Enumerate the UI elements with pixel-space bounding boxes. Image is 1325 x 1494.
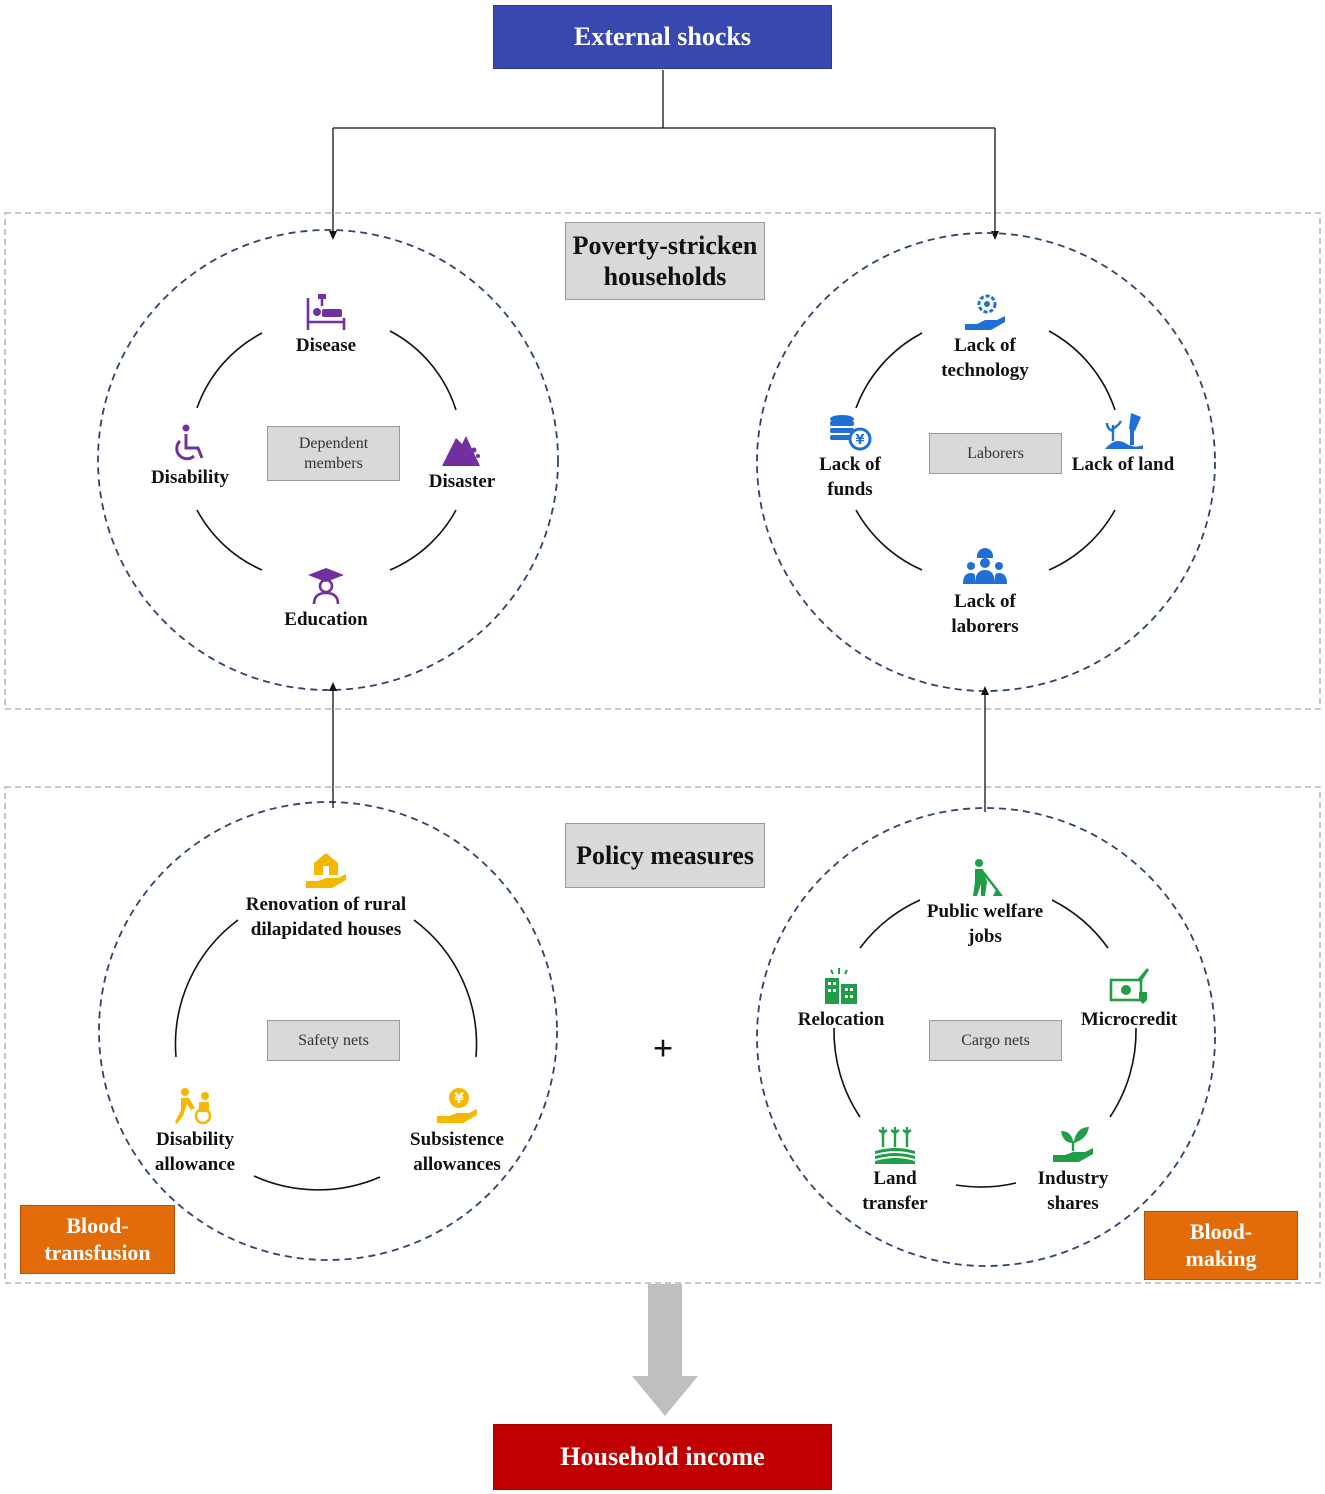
poverty-title: Poverty-stricken households bbox=[572, 230, 758, 291]
graduate-icon bbox=[308, 568, 344, 605]
lack-of-funds-label: Lack of funds bbox=[819, 454, 881, 500]
workers-icon bbox=[963, 548, 1007, 584]
gear-hand-icon bbox=[965, 294, 1005, 330]
public-welfare-jobs-label: Public welfare jobs bbox=[926, 901, 1044, 947]
policy-section-frame bbox=[4, 786, 1321, 1284]
dependent-members-box: Dependent members bbox=[267, 426, 400, 481]
landslide-icon bbox=[442, 436, 480, 466]
plus-sign: + bbox=[652, 1028, 674, 1068]
node-disease: Disease bbox=[266, 292, 386, 359]
laborers-box: Laborers bbox=[929, 433, 1062, 474]
microcredit-label: Microcredit bbox=[1080, 1009, 1178, 1030]
household-income-box: Household income bbox=[493, 1424, 832, 1490]
blood-transfusion-tag: Blood-transfusion bbox=[20, 1205, 175, 1274]
safety-nets-arcs bbox=[174, 919, 478, 1191]
cargo-nets-label: Cargo nets bbox=[961, 1031, 1030, 1049]
node-education: Education bbox=[266, 566, 386, 633]
dependent-members-label: Dependent members bbox=[298, 434, 369, 472]
node-lack-of-technology: Lack of technology bbox=[920, 292, 1050, 383]
node-disability-allowance: Disability allowance bbox=[140, 1086, 250, 1177]
node-relocation: Relocation bbox=[788, 966, 894, 1033]
node-disability: Disability bbox=[130, 424, 250, 491]
safety-nets-label: Safety nets bbox=[298, 1031, 369, 1049]
coins-yuan-icon: ¥ bbox=[830, 415, 872, 451]
node-public-welfare-jobs: Public welfare jobs bbox=[920, 858, 1050, 949]
policy-title: Policy measures bbox=[576, 840, 754, 870]
house-hand-icon bbox=[306, 853, 346, 888]
yuan-coin-hand-icon: ¥ bbox=[437, 1088, 477, 1123]
external-shocks-box: External shocks bbox=[493, 5, 832, 69]
node-microcredit: Microcredit bbox=[1070, 966, 1188, 1033]
policy-title-box: Policy measures bbox=[565, 823, 765, 888]
shock-connector-line bbox=[333, 70, 995, 129]
external-shocks-label: External shocks bbox=[574, 22, 751, 52]
education-label: Education bbox=[284, 609, 368, 630]
industry-shares-label: Industry shares bbox=[1037, 1168, 1109, 1214]
node-subsistence-allowances: ¥ Subsistence allowances bbox=[392, 1086, 522, 1177]
buildings-icon bbox=[825, 968, 857, 1004]
dependent-members-arcs bbox=[196, 330, 457, 571]
poverty-section-frame bbox=[4, 212, 1321, 710]
node-industry-shares: Industry shares bbox=[1018, 1125, 1128, 1216]
svg-text:¥: ¥ bbox=[454, 1091, 464, 1107]
wheelchair-icon bbox=[175, 424, 204, 461]
disaster-label: Disaster bbox=[428, 471, 496, 492]
sprout-hand-icon bbox=[1053, 1127, 1093, 1162]
poverty-title-box: Poverty-stricken households bbox=[565, 222, 765, 300]
lack-of-laborers-label: Lack of laborers bbox=[951, 591, 1019, 637]
farm-tools-icon bbox=[1105, 413, 1143, 449]
sweeper-icon bbox=[973, 859, 1003, 896]
disability-label: Disability bbox=[150, 467, 230, 488]
dependent-members-circle bbox=[97, 229, 559, 691]
blood-making-tag: Blood-making bbox=[1144, 1211, 1298, 1280]
household-income-label: Household income bbox=[560, 1442, 765, 1472]
node-disaster: Disaster bbox=[402, 428, 522, 495]
cargo-nets-arcs bbox=[833, 899, 1137, 1188]
land-transfer-label: Land transfer bbox=[862, 1168, 928, 1214]
cargo-nets-circle bbox=[756, 807, 1216, 1267]
crop-field-icon bbox=[875, 1127, 915, 1164]
blood-making-label: Blood-making bbox=[1185, 1219, 1257, 1271]
cargo-nets-box: Cargo nets bbox=[929, 1020, 1062, 1061]
node-lack-of-funds: ¥ Lack of funds bbox=[795, 411, 905, 502]
laborers-circle bbox=[756, 232, 1216, 692]
renovation-label: Renovation of rural dilapidated houses bbox=[245, 894, 407, 940]
money-card-icon bbox=[1109, 968, 1149, 1004]
blood-transfusion-label: Blood-transfusion bbox=[44, 1213, 151, 1265]
laborers-label: Laborers bbox=[967, 444, 1024, 462]
disability-allowance-label: Disability allowance bbox=[154, 1129, 236, 1175]
disease-label: Disease bbox=[295, 335, 357, 356]
node-lack-of-land: Lack of land bbox=[1068, 411, 1178, 478]
lack-of-technology-label: Lack of technology bbox=[941, 335, 1029, 381]
income-down-arrow bbox=[632, 1284, 698, 1416]
laborers-arcs bbox=[855, 330, 1116, 571]
relocation-label: Relocation bbox=[797, 1009, 885, 1030]
safety-nets-circle bbox=[98, 801, 558, 1261]
node-renovation: Renovation of rural dilapidated houses bbox=[236, 851, 416, 942]
caregiver-wheelchair-icon bbox=[175, 1088, 212, 1125]
lack-of-land-label: Lack of land bbox=[1071, 454, 1175, 475]
node-land-transfer: Land transfer bbox=[840, 1125, 950, 1216]
node-lack-of-laborers: Lack of laborers bbox=[920, 548, 1050, 639]
svg-text:¥: ¥ bbox=[855, 433, 864, 448]
hospital-bed-icon bbox=[306, 294, 346, 330]
safety-nets-box: Safety nets bbox=[267, 1020, 400, 1061]
subsistence-allowances-label: Subsistence allowances bbox=[410, 1129, 504, 1175]
